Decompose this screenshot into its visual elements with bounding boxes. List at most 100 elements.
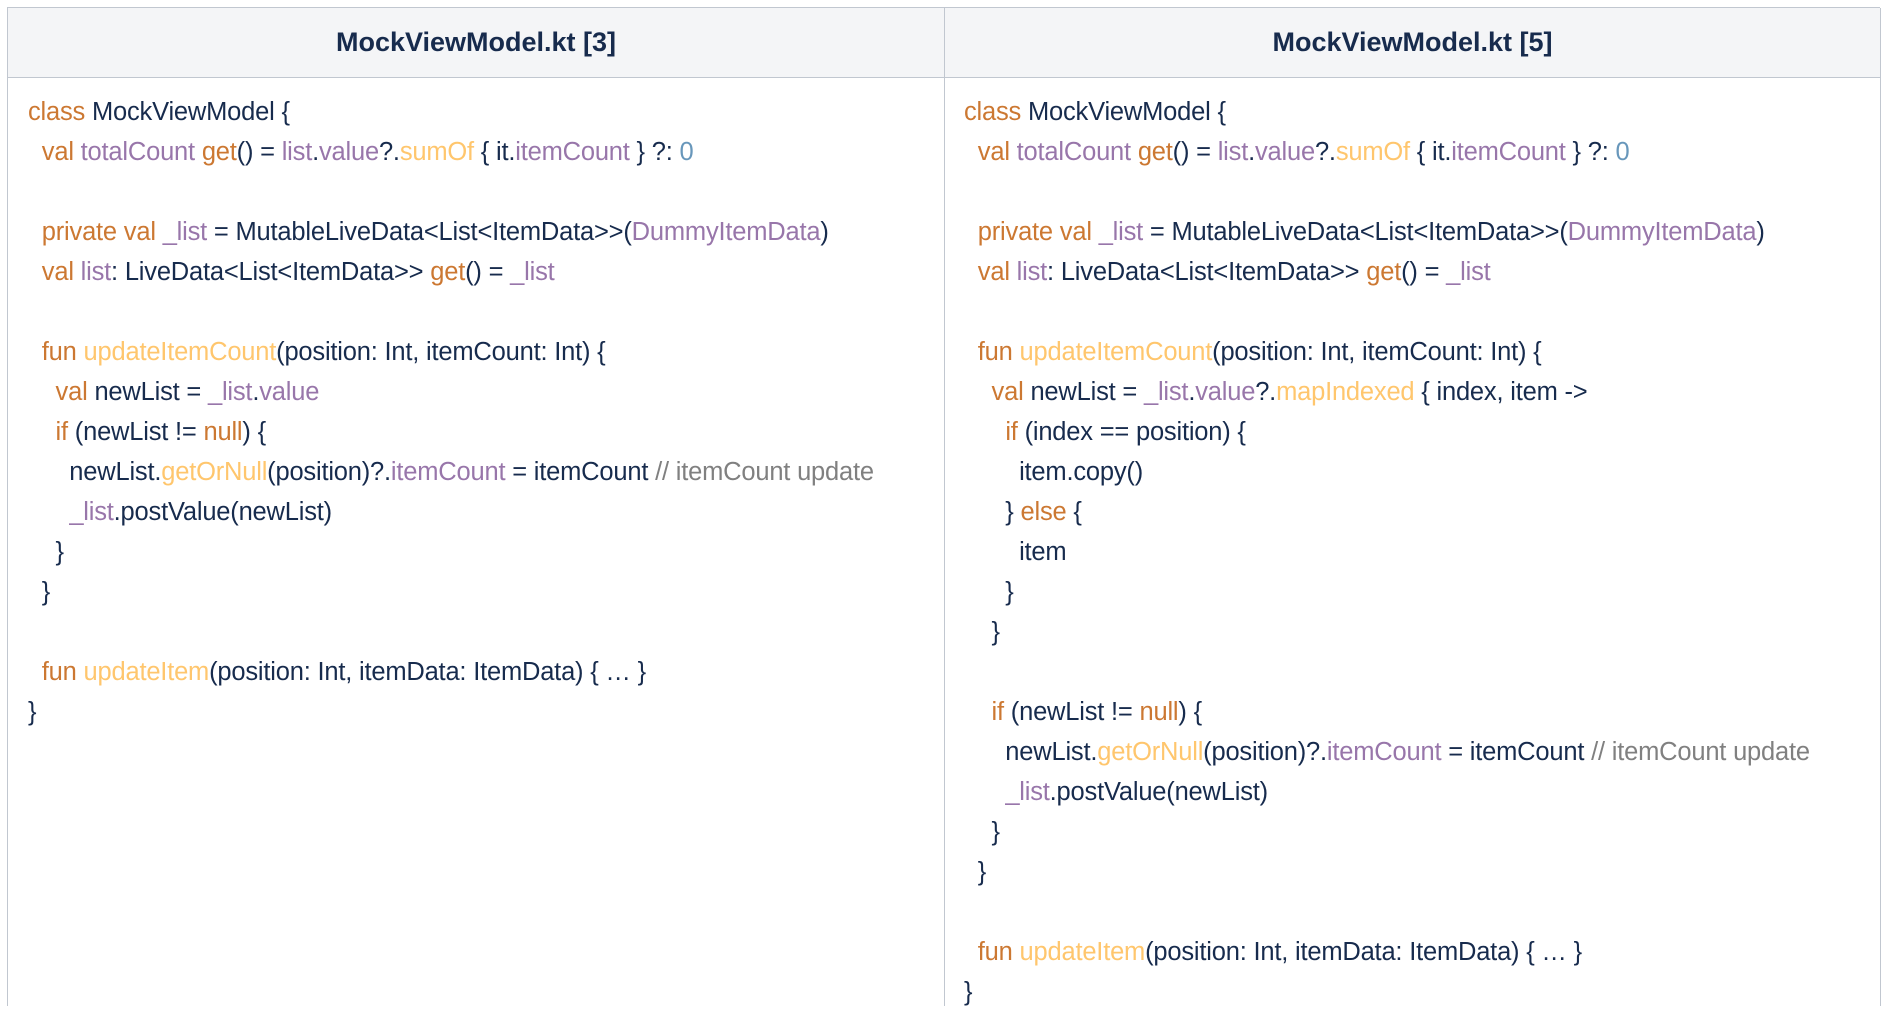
code-token: = MutableLiveData<List<ItemData>>( — [207, 218, 632, 246]
code-token: () = — [1401, 258, 1447, 286]
code-token: getOrNull — [161, 458, 268, 486]
code-token: list — [1217, 138, 1249, 166]
code-line: } — [28, 692, 874, 732]
code-token: val — [41, 138, 81, 166]
code-token: value — [318, 138, 379, 166]
code-token: val — [977, 258, 1017, 286]
code-token: totalCount — [1016, 138, 1138, 166]
code-token: value — [1254, 138, 1315, 166]
code-token: _list — [1143, 378, 1189, 406]
code-token: 0 — [679, 138, 694, 166]
code-token: fun — [977, 938, 1020, 966]
code-token: } — [964, 498, 1021, 526]
code-token: list — [1016, 258, 1048, 286]
code-line: if (newList != null) { — [964, 692, 1810, 732]
code-line: val newList = _list.value?.mapIndexed { … — [964, 372, 1810, 412]
code-token: { it. — [473, 138, 516, 166]
code-token: list — [281, 138, 313, 166]
code-token: } — [28, 578, 51, 606]
code-token — [28, 218, 42, 246]
code-token: (position)?. — [267, 458, 391, 486]
code-token: item — [964, 538, 1067, 566]
code-token: // itemCount update — [1591, 738, 1810, 766]
code-token — [964, 218, 978, 246]
code-token: newList. — [964, 738, 1098, 766]
code-token: get — [430, 258, 466, 286]
code-token — [28, 418, 56, 446]
code-line: val list: LiveData<List<ItemData>> get()… — [964, 252, 1810, 292]
code-line — [28, 292, 874, 332]
code-block-right: class MockViewModel { val totalCount get… — [964, 92, 1810, 1012]
code-token: . — [1188, 378, 1196, 406]
code-line: _list.postValue(newList) — [964, 772, 1810, 812]
code-token: itemCount — [390, 458, 506, 486]
code-token: ) { — [1178, 698, 1202, 726]
code-token: updateItem — [83, 658, 210, 686]
code-token — [964, 418, 1005, 446]
code-line: if (newList != null) { — [28, 412, 874, 452]
code-line: class MockViewModel { — [28, 92, 874, 132]
code-token: _list — [1098, 218, 1144, 246]
code-line: item.copy() — [964, 452, 1810, 492]
code-token: ?. — [1314, 138, 1336, 166]
code-token: totalCount — [80, 138, 202, 166]
code-token — [964, 378, 992, 406]
code-token: DummyItemData — [631, 218, 821, 246]
code-token: (position: Int, itemData: ItemData) { … … — [209, 658, 646, 686]
column-title-right: MockViewModel.kt [5] — [1272, 27, 1553, 57]
code-token: = itemCount — [505, 458, 656, 486]
code-token: // itemCount update — [655, 458, 874, 486]
code-line: val list: LiveData<List<ItemData>> get()… — [28, 252, 874, 292]
code-line: } — [28, 572, 874, 612]
code-line — [964, 892, 1810, 932]
code-token: fun — [41, 338, 84, 366]
code-line: item — [964, 532, 1810, 572]
code-token: updateItemCount — [83, 338, 277, 366]
code-token: private val — [41, 218, 163, 246]
code-token: ) — [820, 218, 829, 246]
code-token: () = — [465, 258, 511, 286]
code-line — [964, 172, 1810, 212]
code-token: if — [1005, 418, 1025, 446]
code-token: value — [259, 378, 320, 406]
code-token: newList. — [28, 458, 162, 486]
code-line: } — [964, 812, 1810, 852]
code-line: newList.getOrNull(position)?.itemCount =… — [964, 732, 1810, 772]
code-token: DummyItemData — [1567, 218, 1757, 246]
code-token: 0 — [1615, 138, 1630, 166]
code-token: class — [28, 98, 92, 126]
code-token: private val — [977, 218, 1099, 246]
code-token: ) — [1756, 218, 1765, 246]
code-token: get — [1137, 138, 1173, 166]
code-token: val — [41, 258, 81, 286]
code-token: .postValue(newList) — [1049, 778, 1268, 806]
code-token: newList = — [94, 378, 208, 406]
code-line: if (index == position) { — [964, 412, 1810, 452]
code-token: updateItem — [1019, 938, 1146, 966]
code-token: _list — [207, 378, 253, 406]
code-token: = itemCount — [1441, 738, 1592, 766]
code-line — [28, 172, 874, 212]
code-token: newList = — [1030, 378, 1144, 406]
code-token: } — [964, 578, 1014, 606]
code-token: get — [1366, 258, 1402, 286]
code-token — [964, 338, 978, 366]
code-token — [28, 378, 56, 406]
code-token: item.copy() — [964, 458, 1143, 486]
code-line: } else { — [964, 492, 1810, 532]
code-token: } — [964, 618, 1001, 646]
code-cell-left: class MockViewModel { val totalCount get… — [8, 78, 945, 1006]
code-token: fun — [41, 658, 84, 686]
code-token: . — [252, 378, 260, 406]
code-token: _list — [162, 218, 208, 246]
code-token: () = — [236, 138, 282, 166]
column-title-left: MockViewModel.kt [3] — [335, 27, 617, 57]
code-line: newList.getOrNull(position)?.itemCount =… — [28, 452, 874, 492]
code-token — [964, 778, 1005, 806]
code-token: class — [964, 98, 1028, 126]
code-token: . — [312, 138, 319, 166]
code-token: . — [1248, 138, 1255, 166]
code-token: _list — [69, 498, 114, 526]
code-token: } — [964, 858, 987, 886]
code-cell-right: class MockViewModel { val totalCount get… — [945, 78, 1881, 1006]
